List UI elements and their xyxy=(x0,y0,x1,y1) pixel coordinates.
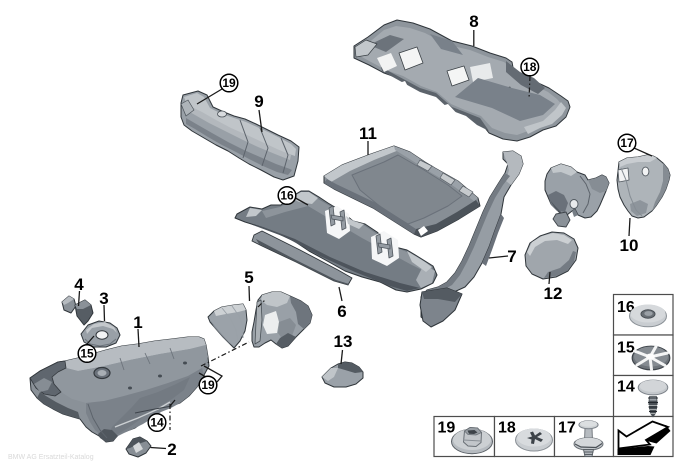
svg-text:5: 5 xyxy=(244,268,253,287)
svg-text:15: 15 xyxy=(617,340,635,357)
svg-text:6: 6 xyxy=(337,302,346,321)
svg-text:12: 12 xyxy=(544,284,563,303)
svg-text:11: 11 xyxy=(359,124,377,143)
svg-text:4: 4 xyxy=(74,275,84,294)
svg-text:10: 10 xyxy=(620,236,639,255)
svg-text:17: 17 xyxy=(620,136,634,150)
svg-text:BMW AG Ersatzteil-Katalog: BMW AG Ersatzteil-Katalog xyxy=(8,454,94,461)
svg-text:18: 18 xyxy=(498,420,516,437)
svg-text:3: 3 xyxy=(99,289,108,308)
svg-text:16: 16 xyxy=(280,189,294,203)
svg-text:15: 15 xyxy=(80,347,94,361)
svg-text:9: 9 xyxy=(254,92,263,111)
svg-text:14: 14 xyxy=(617,379,635,396)
svg-text:8: 8 xyxy=(469,12,478,31)
svg-text:17: 17 xyxy=(558,420,576,437)
svg-text:14: 14 xyxy=(150,416,164,430)
svg-text:18: 18 xyxy=(523,60,537,74)
svg-text:2: 2 xyxy=(167,440,176,459)
svg-text:19: 19 xyxy=(222,76,236,90)
svg-text:7: 7 xyxy=(507,247,516,266)
svg-text:19: 19 xyxy=(438,420,456,437)
svg-text:13: 13 xyxy=(334,332,353,351)
svg-text:19: 19 xyxy=(201,378,215,392)
svg-text:1: 1 xyxy=(133,313,142,332)
